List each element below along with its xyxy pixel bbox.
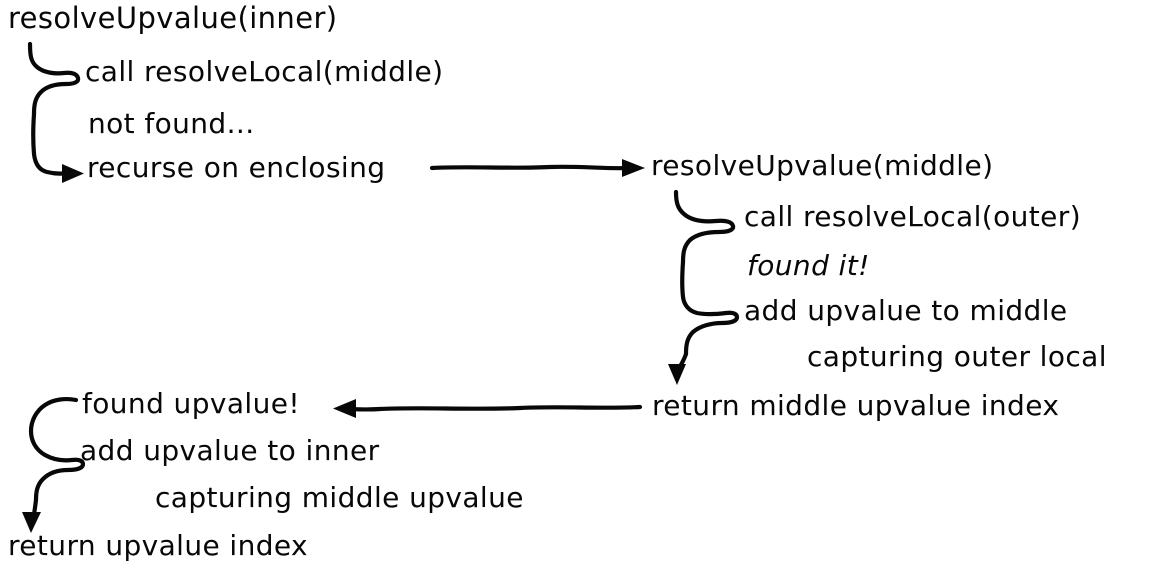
connector-middle-brace xyxy=(668,189,740,385)
frame-middle-step-capturing: capturing outer local xyxy=(807,340,1107,373)
frame-inner-return: return upvalue index xyxy=(8,529,309,562)
connector-recurse-call-arrow xyxy=(429,159,645,177)
frame-inner-header: resolveUpvalue(inner) xyxy=(8,1,338,35)
frame-middle-step-found: found it! xyxy=(747,249,870,282)
frame-inner-resume-found: found upvalue! xyxy=(82,387,300,420)
frame-middle-return: return middle upvalue index xyxy=(652,389,1060,422)
arrowhead xyxy=(622,159,645,177)
connector-inner-resume-brace xyxy=(22,396,86,533)
connector-inner-brace xyxy=(27,41,84,183)
connector-return-arrow xyxy=(333,399,643,418)
frame-inner-resume-capturing: capturing middle upvalue xyxy=(155,481,524,514)
frame-inner-step-recurse: recurse on enclosing xyxy=(87,151,386,184)
frame-inner-resume-add: add upvalue to inner xyxy=(80,434,380,467)
frame-middle-header: resolveUpvalue(middle) xyxy=(651,149,994,182)
frame-middle-step-add: add upvalue to middle xyxy=(744,294,1068,327)
frame-middle-step-call: call resolveLocal(outer) xyxy=(744,200,1082,233)
arrowhead xyxy=(333,399,356,418)
frame-inner-step-call: call resolveLocal(middle) xyxy=(85,55,444,88)
arrowhead xyxy=(668,364,686,385)
frame-inner-step-notfound: not found... xyxy=(88,107,255,140)
arrowhead xyxy=(62,164,84,183)
